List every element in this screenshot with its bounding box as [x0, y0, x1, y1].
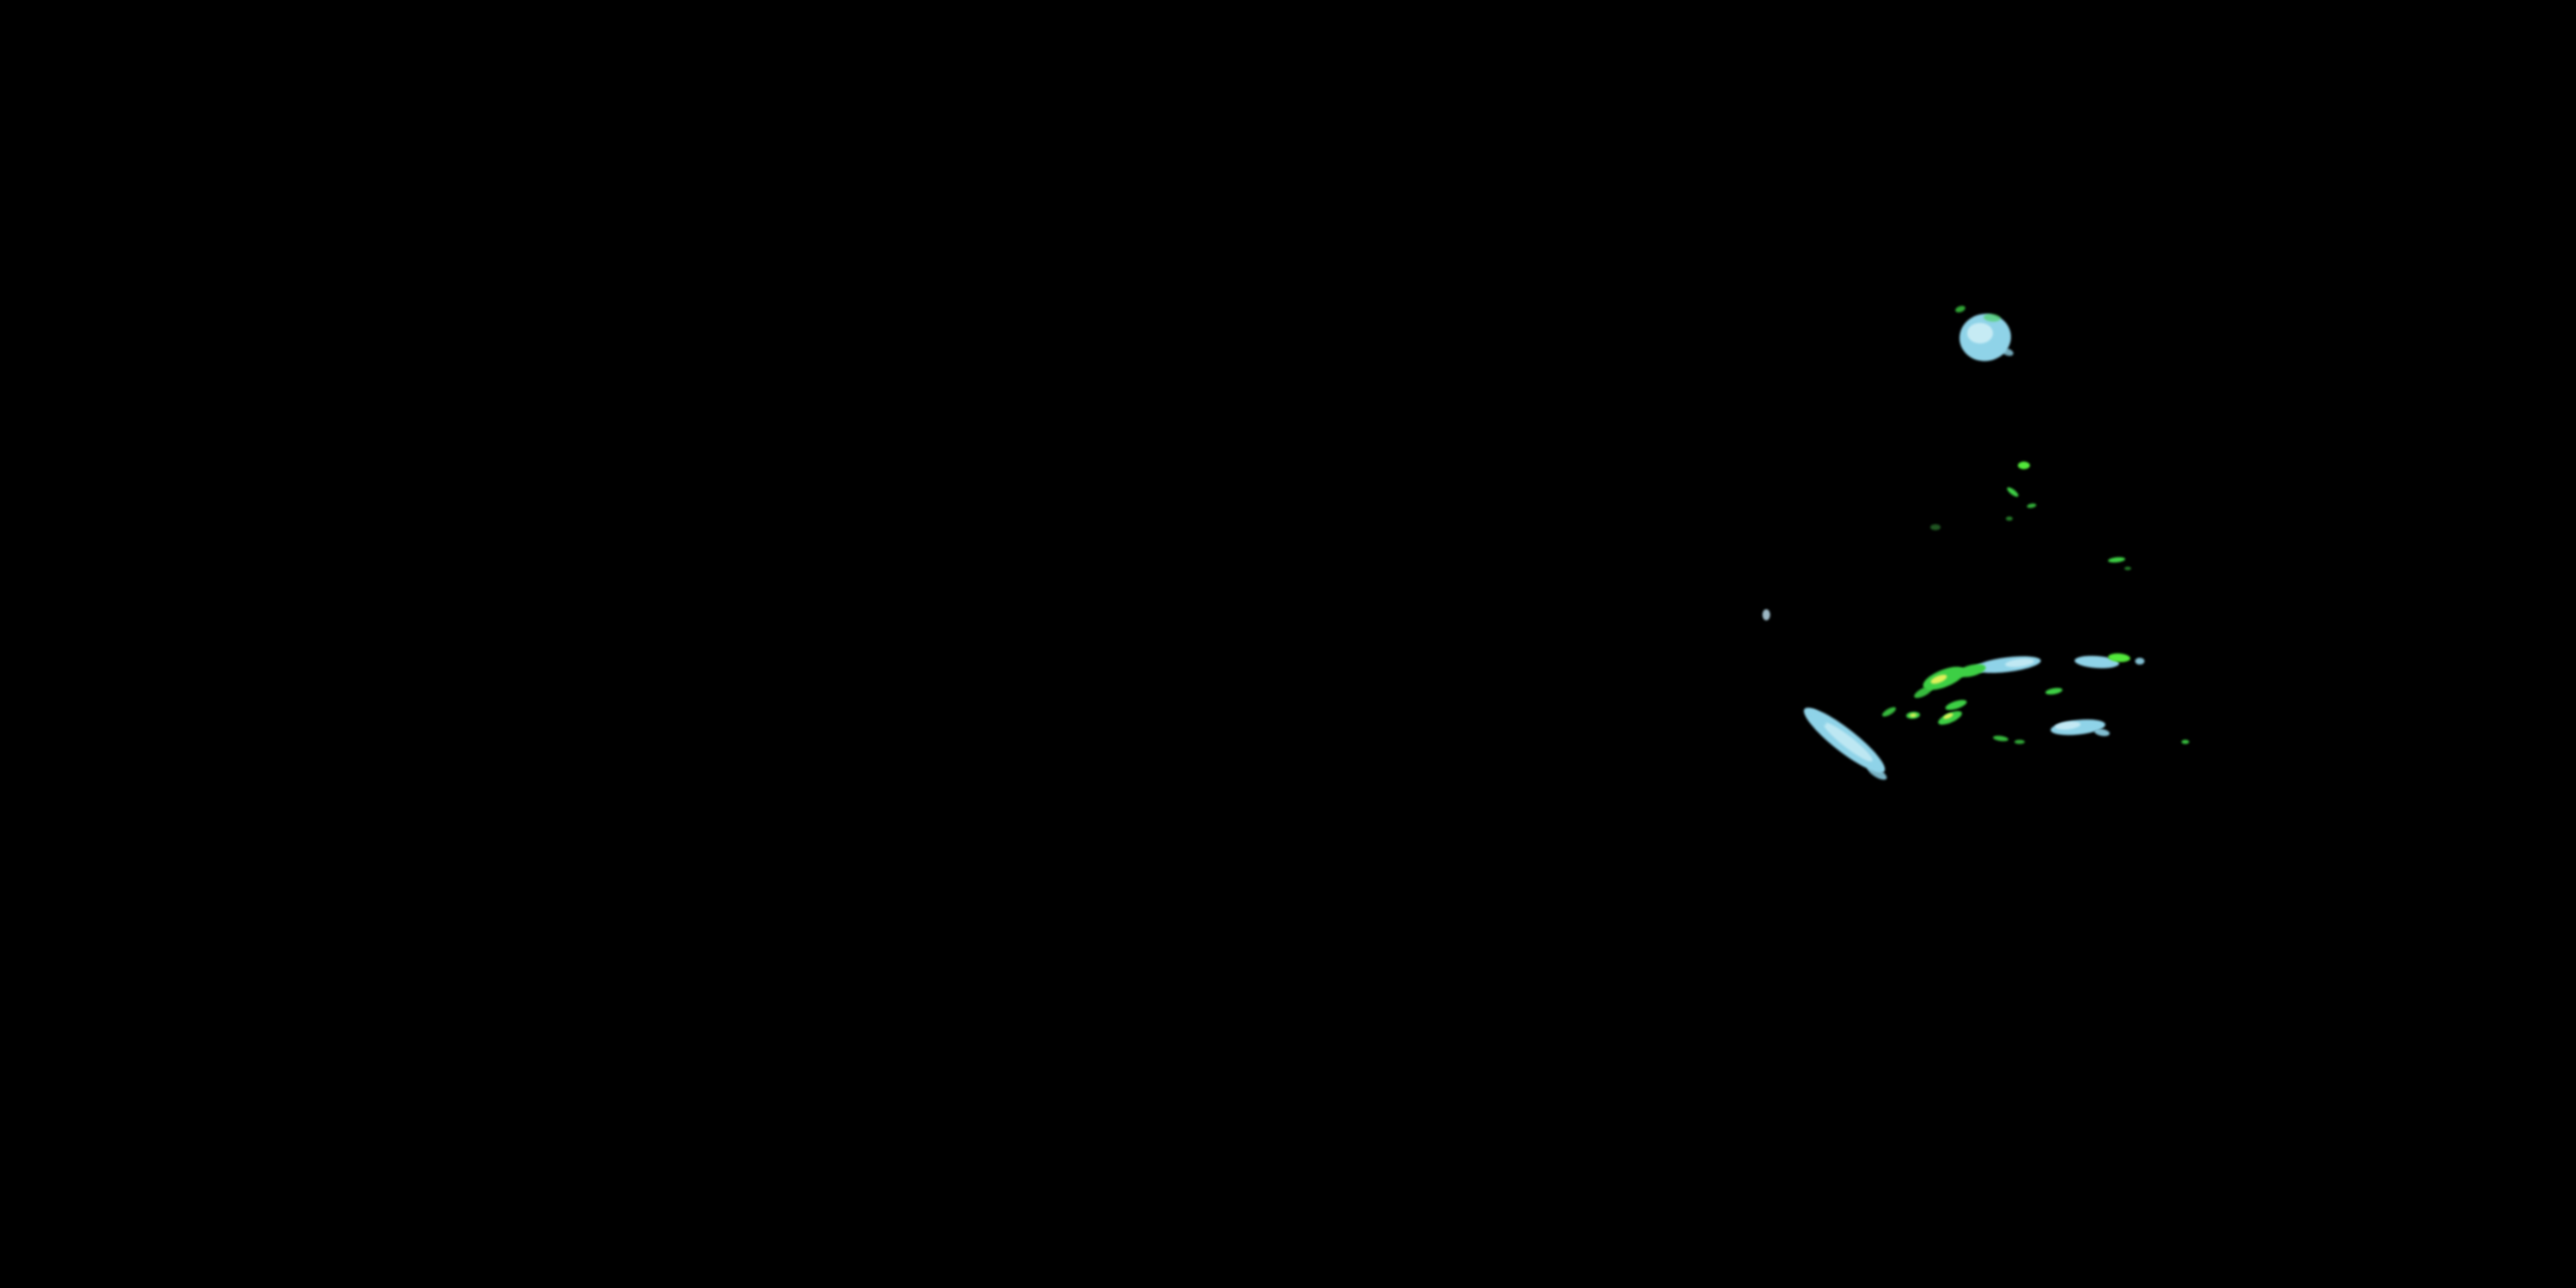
radar-echo [2026, 503, 2037, 508]
radar-echo [2005, 659, 2034, 667]
radar-echo [1967, 323, 1993, 343]
radar-echo [1957, 664, 1986, 677]
radar-echo [2018, 461, 2030, 470]
radar-echo [2045, 688, 2063, 695]
radar-echo [2108, 653, 2130, 663]
radar-echo [2135, 658, 2145, 665]
radar-echo [2014, 739, 2025, 744]
radar-echo [2007, 487, 2019, 497]
radar-echo [2181, 739, 2190, 744]
radar-echo [2108, 556, 2125, 563]
radar-echo [1882, 707, 1896, 717]
radar-echo [1984, 313, 2001, 322]
radar-echo [1955, 306, 1965, 313]
radar-echo [1943, 713, 1953, 720]
radar-echo [1762, 609, 1771, 621]
radar-echo [2094, 728, 2110, 737]
radar-echo [1945, 700, 1967, 710]
radar-echo [2075, 655, 2119, 669]
radar-echo [1823, 722, 1873, 762]
radar-echo [1914, 686, 1933, 698]
radar-echo [1993, 735, 2008, 742]
radar-echo [2124, 567, 2131, 570]
radar-echo [1867, 765, 1887, 781]
radar-echo [1938, 711, 1962, 725]
radar-echo [1910, 713, 1917, 718]
echo-group [1762, 306, 2190, 781]
radar-echo [1930, 524, 1941, 531]
radar-echo [1930, 674, 1947, 684]
radar-echo [1807, 709, 1826, 726]
radar-echo [2002, 348, 2014, 356]
radar-echo [2055, 721, 2081, 730]
radar-echo [2006, 516, 2013, 521]
